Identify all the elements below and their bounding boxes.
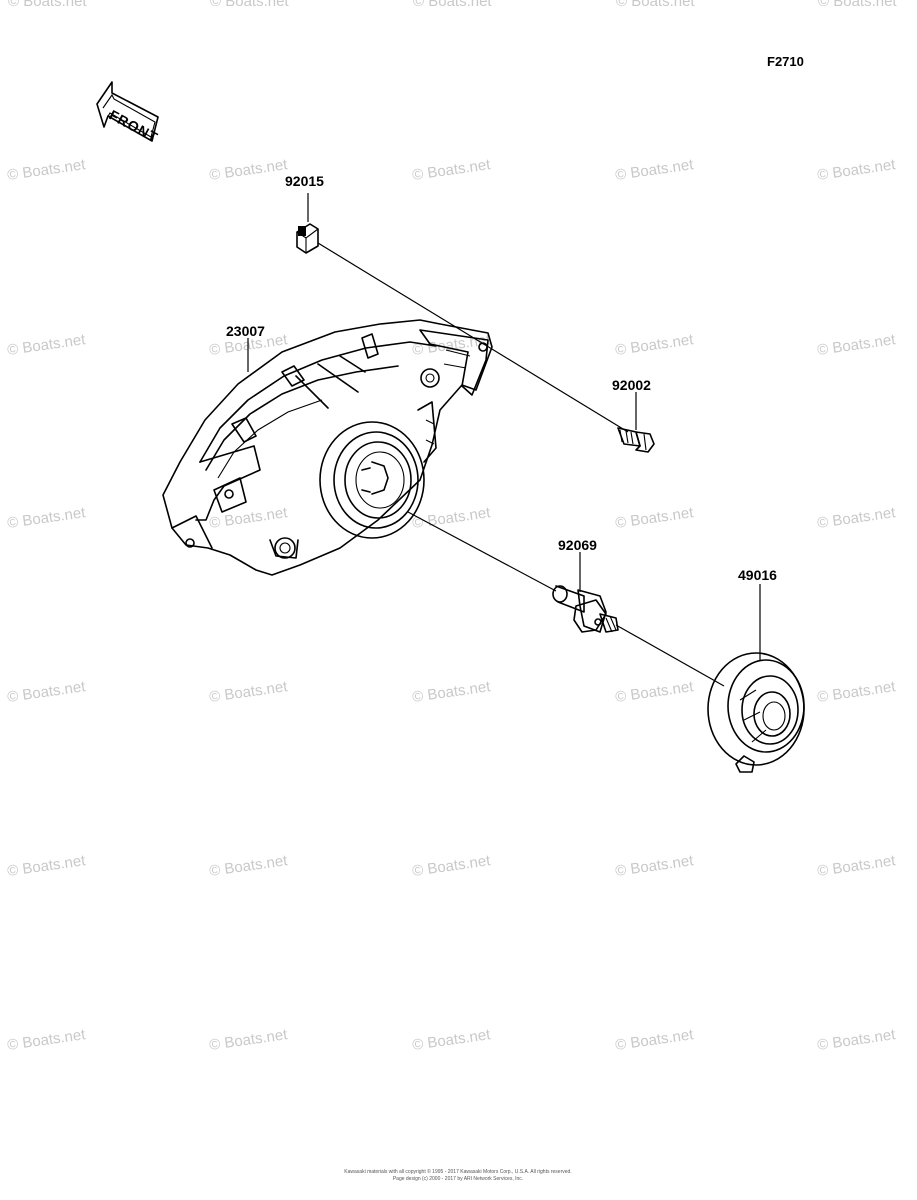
figure-code: F2710 — [767, 54, 804, 69]
watermark-text: © Boats.net — [6, 1026, 87, 1054]
watermark-text: © Boats.net — [208, 852, 289, 880]
watermark-text: © Boats.net — [208, 678, 289, 706]
part-92015-nut[interactable]: 92015 — [285, 173, 324, 254]
watermark-text: © Boats.net — [8, 0, 87, 10]
watermark-text: © Boats.net — [614, 156, 695, 184]
watermark-text: © Boats.net — [816, 852, 897, 880]
watermark-text: © Boats.net — [614, 852, 695, 880]
part-label-92015: 92015 — [285, 173, 324, 189]
part-label-23007: 23007 — [226, 323, 265, 339]
part-label-92002: 92002 — [612, 377, 651, 393]
watermark-text: © Boats.net — [411, 1026, 492, 1054]
watermark-text: © Boats.net — [6, 156, 87, 184]
watermark-text: © Boats.net — [6, 331, 87, 359]
watermark-text: © Boats.net — [6, 852, 87, 880]
watermark-layer: © Boats.net © Boats.net © Boats.net © Boats… — [6, 0, 897, 1054]
watermark-text: © Boats.net — [614, 331, 695, 359]
part-49016-bulb-cover[interactable]: 49016 — [707, 567, 805, 773]
watermark-text: © Boats.net — [208, 1026, 289, 1054]
front-arrow-icon: FRONT — [96, 81, 162, 146]
watermark-text: © Boats.net — [413, 0, 492, 10]
part-92069-bulb[interactable]: 92069 — [552, 537, 619, 633]
watermark-text: © Boats.net — [616, 0, 695, 10]
watermark-text: © Boats.net — [614, 1026, 695, 1054]
watermark-text: © Boats.net — [816, 504, 897, 532]
watermark-text: © Boats.net — [411, 156, 492, 184]
watermark-text: © Boats.net — [614, 504, 695, 532]
watermark-text: © Boats.net — [6, 504, 87, 532]
watermark-text: © Boats.net — [411, 852, 492, 880]
watermark-text: © Boats.net — [818, 0, 897, 10]
copyright-line-1: Kawasaki materials with all copyright © … — [344, 1168, 571, 1175]
part-label-92069: 92069 — [558, 537, 597, 553]
front-label: FRONT — [107, 107, 162, 146]
copyright-line-2: Page design (c) 2000 - 2017 by ARI Netwo… — [393, 1176, 523, 1182]
watermark-text: © Boats.net — [6, 678, 87, 706]
watermark-text: © Boats.net — [208, 156, 289, 184]
watermark-text: © Boats.net — [816, 331, 897, 359]
watermark-text: © Boats.net — [411, 678, 492, 706]
watermark-text: © Boats.net — [210, 0, 289, 10]
watermark-text: © Boats.net — [411, 504, 492, 532]
watermark-text: © Boats.net — [816, 1026, 897, 1054]
part-label-49016: 49016 — [738, 567, 777, 583]
watermark-text: © Boats.net — [614, 678, 695, 706]
part-23007-headlight-housing[interactable]: 23007 — [162, 319, 493, 576]
part-92002-bolt[interactable]: 92002 — [612, 377, 655, 453]
watermark-text: © Boats.net — [816, 678, 897, 706]
watermark-text: © Boats.net — [816, 156, 897, 184]
